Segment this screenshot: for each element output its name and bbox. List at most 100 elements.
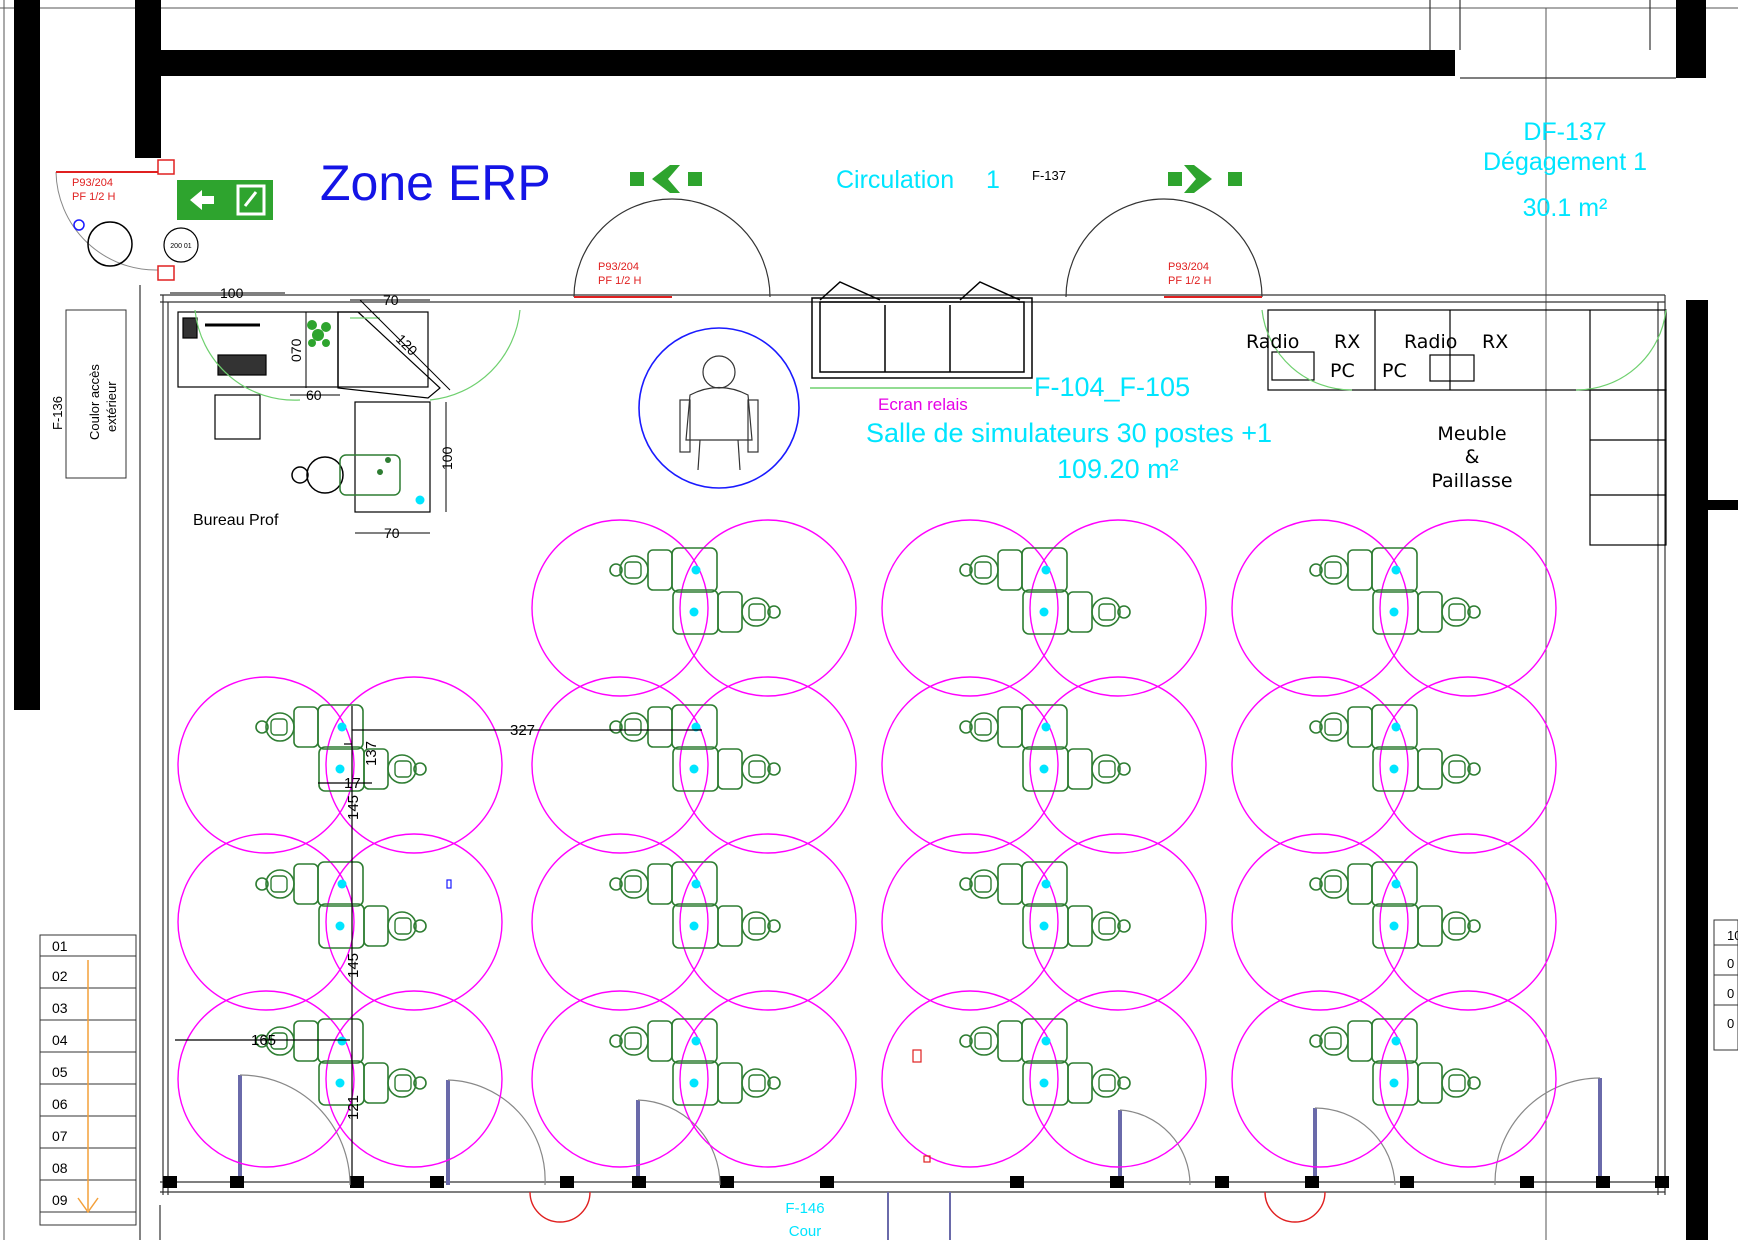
thin-walls [139, 0, 1676, 1240]
room-door-1: P93/204 PF 1/2 H [573, 198, 771, 298]
student-station [672, 1060, 781, 1106]
edge-label: 0 [1727, 1016, 1734, 1031]
turning-circle [1231, 519, 1409, 697]
stair-step-label: 04 [52, 1032, 68, 1048]
turning-circle [531, 833, 709, 1011]
bench-radio-label: Radio [1246, 331, 1299, 353]
turning-circle [1029, 519, 1207, 697]
student-station [672, 903, 781, 949]
edge-label: 0 [1727, 986, 1734, 1001]
door-label-line2: PF 1/2 H [1168, 275, 1211, 287]
student-station [318, 1060, 427, 1106]
student-station [609, 861, 718, 907]
door-label-line1: P93/204 [72, 177, 113, 189]
turning-circle [177, 833, 355, 1011]
meuble-line3: Paillasse [1431, 470, 1512, 492]
zone-label: Zone ERP [320, 155, 551, 211]
window-posts [238, 1075, 1602, 1185]
emergency-exit-sign-icon [177, 180, 273, 220]
turning-circles [177, 519, 1557, 1168]
dim-label: 17 [344, 775, 361, 792]
student-station [672, 746, 781, 792]
dim-label: 121 [345, 1095, 362, 1120]
turning-circle [881, 833, 1059, 1011]
turning-circle [881, 519, 1059, 697]
corridor-line2: extérieur [104, 381, 119, 432]
stair-step-label: 07 [52, 1128, 68, 1144]
plant-icon [307, 320, 331, 347]
student-station [959, 547, 1068, 593]
turning-circle [881, 676, 1059, 854]
turning-circle [881, 990, 1059, 1168]
dim-label: 100 [220, 285, 244, 301]
stair-step-label: 08 [52, 1160, 68, 1176]
window-post-ticks [163, 1176, 1669, 1188]
wheelchair-icon [638, 327, 800, 489]
meuble-label: Meuble & Paillasse [1431, 423, 1512, 492]
student-station [1372, 1060, 1481, 1106]
bottom-door-swings [529, 1191, 1326, 1223]
student-station [959, 704, 1068, 750]
screen-label: Ecran relais [878, 395, 968, 414]
room-dimension-labels: 327 137 17 145 145 165 121 [251, 722, 535, 1120]
screen-niche [810, 281, 1033, 389]
student-station [1022, 589, 1131, 635]
student-station [255, 861, 364, 907]
student-station [609, 547, 718, 593]
turning-circle [1379, 676, 1557, 854]
stair-numbers: 01 02 03 04 05 06 07 08 09 [52, 938, 68, 1208]
degagement-label: DF-137 Dégagement 1 30.1 m² [1483, 118, 1647, 222]
door-label-line2: PF 1/2 H [72, 191, 115, 203]
door-label-line1: P93/204 [598, 261, 639, 273]
dim-label: 120 [393, 331, 421, 359]
circulation-number: 1 [986, 166, 1000, 194]
student-station [609, 1018, 718, 1064]
stairs [39, 934, 137, 1226]
student-station [672, 589, 781, 635]
bottom-name: Cour [789, 1223, 822, 1240]
turning-circle [325, 833, 503, 1011]
student-station [1309, 547, 1418, 593]
circulation-label: Circulation 1 F-137 [836, 166, 1066, 194]
exit-arrow-left-icon [630, 165, 702, 193]
student-station [1022, 746, 1131, 792]
bench-green-arcs [1261, 309, 1667, 391]
turning-circle [1379, 833, 1557, 1011]
student-station [1309, 861, 1418, 907]
bench-labels: Radio RX PC PC Radio RX [1246, 331, 1508, 382]
room-dimensions [175, 706, 702, 1186]
turning-circle [1029, 990, 1207, 1168]
main-room-label: F-104_F-105 Salle de simulateurs 30 post… [866, 372, 1272, 484]
turning-circle [679, 833, 857, 1011]
stair-step-label: 06 [52, 1096, 68, 1112]
student-station [1309, 1018, 1418, 1064]
meuble-line1: Meuble [1437, 423, 1506, 445]
turning-circle [1231, 990, 1409, 1168]
teacher-desk [177, 311, 441, 513]
dim-label: 70 [384, 525, 400, 541]
stair-step-label: 09 [52, 1192, 68, 1208]
turning-circle [531, 990, 709, 1168]
student-station [609, 704, 718, 750]
degagement-code: DF-137 [1523, 118, 1606, 146]
meuble-line2: & [1465, 446, 1480, 468]
lab-bench [1267, 309, 1667, 546]
corridor-line1: Coulor accès [87, 364, 102, 440]
exit-arrow-right-icon [1168, 165, 1242, 193]
desk-dimensions [170, 292, 451, 534]
edge-label: 10 [1727, 928, 1738, 943]
dim-label: 60 [306, 387, 322, 403]
teacher-seat [291, 454, 425, 505]
student-station [318, 903, 427, 949]
stair-step-label: 05 [52, 1064, 68, 1080]
student-station [255, 704, 364, 750]
window-arcs [239, 1074, 1601, 1186]
degagement-name: Dégagement 1 [1483, 148, 1647, 176]
door-label-line2: PF 1/2 H [598, 275, 641, 287]
turning-circle [531, 676, 709, 854]
student-station [1372, 589, 1481, 635]
turning-circle [679, 676, 857, 854]
bottom-labels: F-146 Cour [785, 1200, 824, 1240]
stair-step-label: 03 [52, 1000, 68, 1016]
